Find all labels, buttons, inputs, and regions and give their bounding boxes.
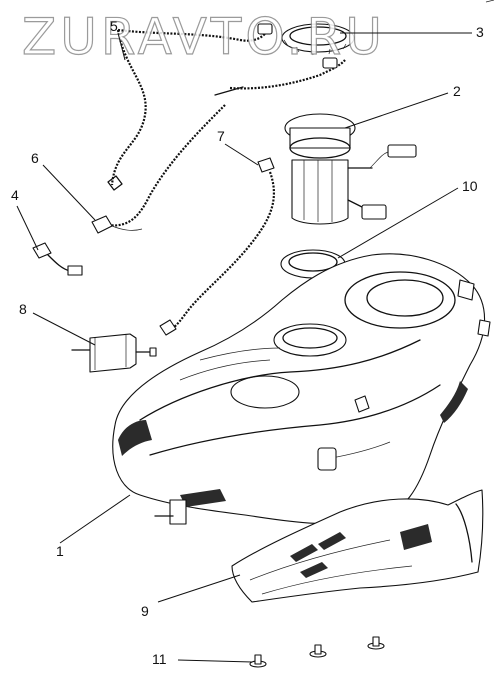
callout-11: 11: [152, 651, 167, 667]
watermark-text: ZURAVTO.RU: [22, 8, 386, 66]
part-8-fuel-filter: [71, 333, 157, 373]
part-7-vent-hose: [159, 157, 275, 336]
part-11-fasteners: [249, 636, 385, 668]
callout-8: 8: [19, 301, 27, 317]
callout-labels: 1 2 3 4 5 6 7 8 9 10 11: [11, 18, 484, 667]
callout-10: 10: [462, 178, 478, 194]
callout-6: 6: [31, 150, 39, 166]
callout-2: 2: [453, 83, 461, 99]
corner-mark: [485, 0, 495, 3]
leader-lines: [16, 32, 472, 663]
callout-7: 7: [217, 128, 225, 144]
part-3-lock-ring: [281, 23, 355, 56]
callout-9: 9: [141, 603, 149, 619]
callout-4: 4: [11, 187, 19, 203]
callout-5: 5: [110, 18, 118, 34]
part-4-harness: [32, 242, 83, 276]
part-2-fuel-pump-module: [284, 113, 417, 225]
part-5-fuel-hose: [107, 23, 346, 227]
part-6-connector: [91, 215, 143, 234]
part-1-fuel-tank: [112, 253, 491, 525]
callout-3: 3: [476, 24, 484, 40]
part-9-heat-shield: [231, 489, 484, 603]
callout-1: 1: [56, 543, 64, 559]
